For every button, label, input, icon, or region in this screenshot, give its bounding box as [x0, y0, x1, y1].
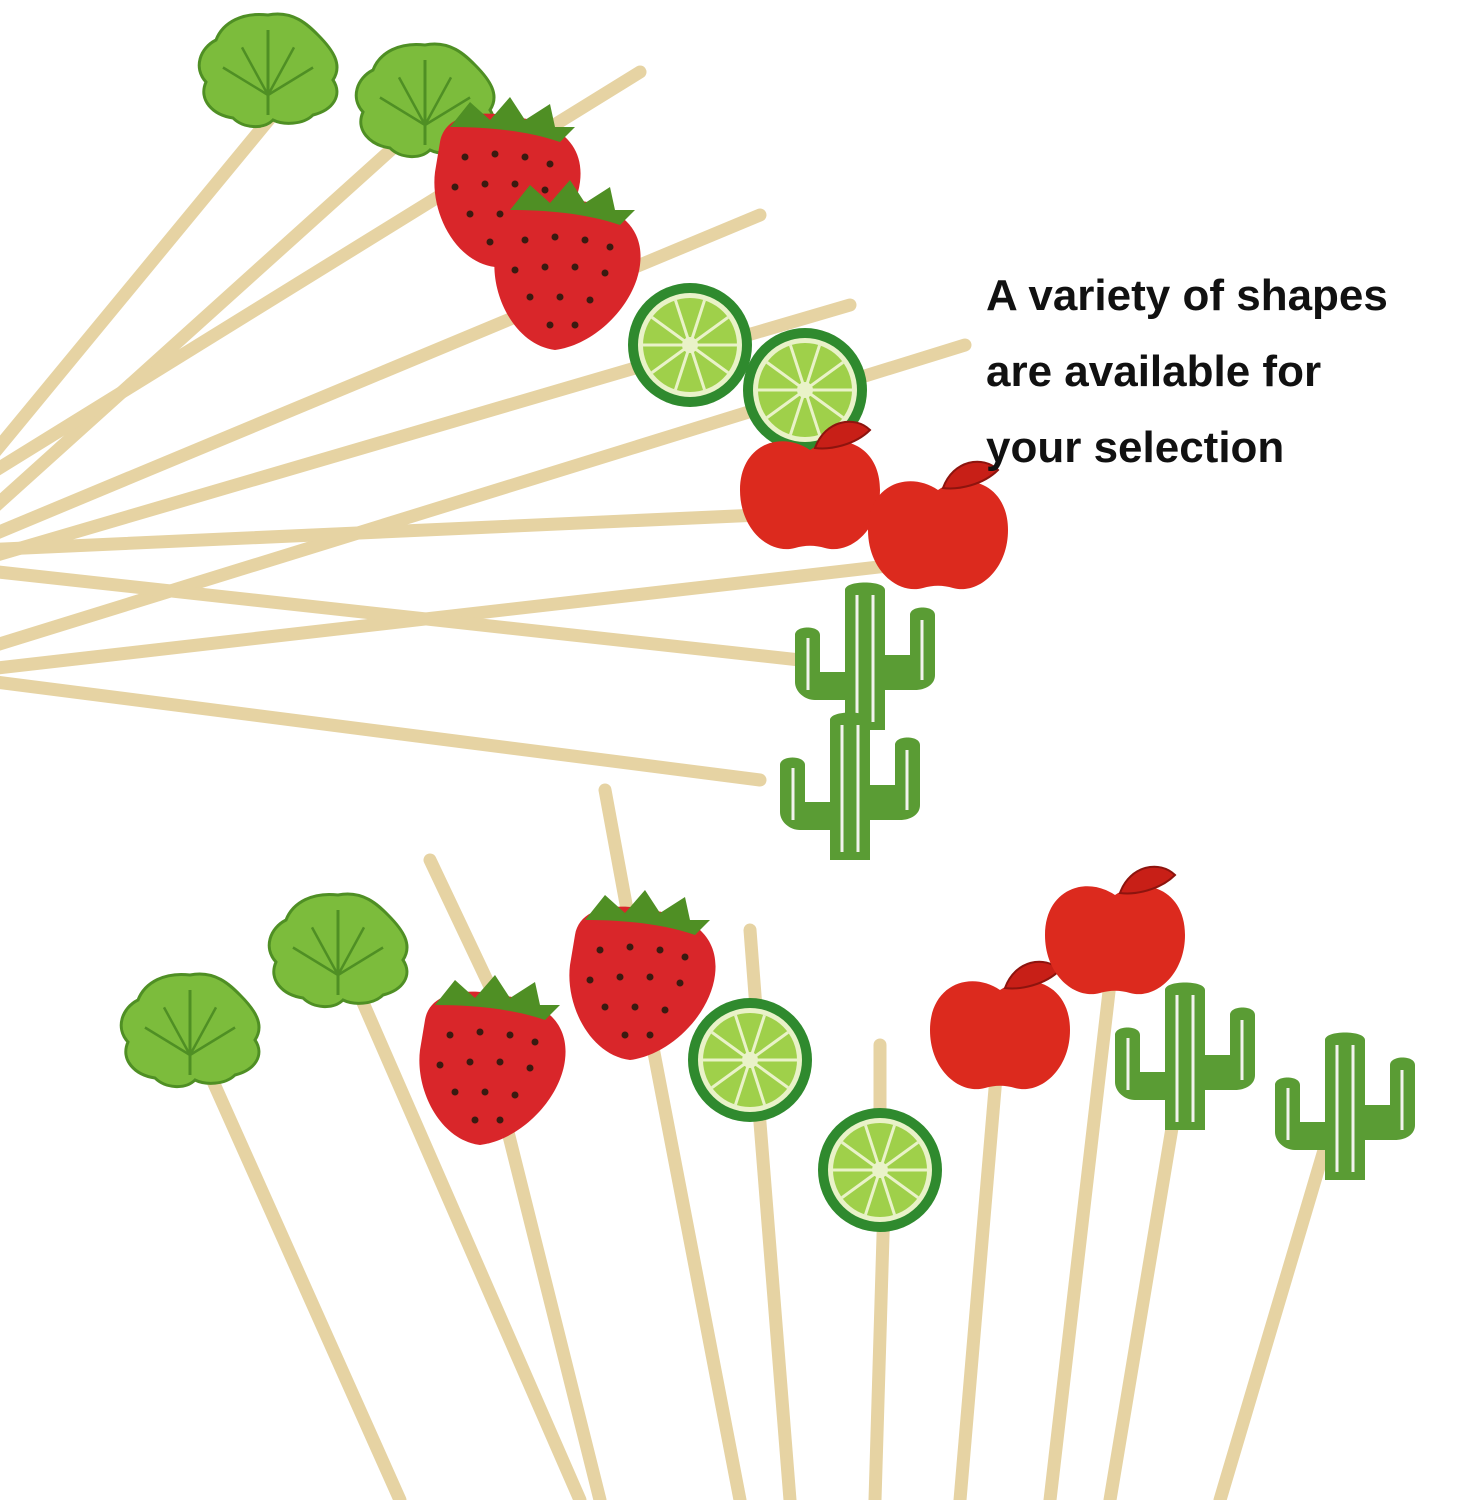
bamboo-stick	[0, 93, 292, 456]
bamboo-stick	[1043, 933, 1122, 1500]
bamboo-stick	[183, 1023, 407, 1500]
cactus-icon	[780, 712, 920, 860]
strawberry-icon	[569, 890, 716, 1060]
strawberry-icon	[494, 180, 641, 350]
bamboo-stick	[1103, 1073, 1187, 1500]
apple-icon	[740, 420, 880, 550]
apple-icon	[1045, 865, 1185, 995]
monstera-leaf-icon	[197, 12, 339, 128]
caption: A variety of shapes are available for yo…	[986, 258, 1456, 486]
bamboo-stick	[0, 565, 807, 667]
lime-slice-icon	[818, 1108, 942, 1232]
cactus-icon	[1115, 982, 1255, 1130]
cactus-icon	[795, 582, 935, 730]
lime-slice-icon	[743, 328, 867, 452]
bamboo-stick	[1213, 1123, 1337, 1500]
monstera-leaf-icon	[267, 892, 409, 1008]
bamboo-stick	[748, 1053, 797, 1500]
caption-line-1: A variety of shapes	[986, 271, 1388, 320]
apple-icon	[930, 960, 1070, 1090]
bamboo-stick	[953, 1023, 1007, 1500]
lime-slice-icon	[688, 998, 812, 1122]
caption-line-3: your selection	[986, 423, 1285, 472]
pick-toppers	[119, 12, 1415, 1232]
bamboo-stick	[0, 676, 767, 787]
bamboo-stick	[0, 503, 877, 556]
bamboo-stick	[333, 943, 587, 1500]
cactus-icon	[1275, 1032, 1415, 1180]
monstera-leaf-icon	[119, 972, 261, 1088]
caption-line-2: are available for	[986, 347, 1322, 396]
bamboo-stick	[633, 973, 747, 1500]
bamboo-stick	[0, 553, 947, 675]
strawberry-icon	[419, 975, 566, 1145]
apple-icon	[868, 460, 1008, 590]
bamboo-stick	[0, 113, 431, 511]
lime-slice-icon	[628, 283, 752, 407]
